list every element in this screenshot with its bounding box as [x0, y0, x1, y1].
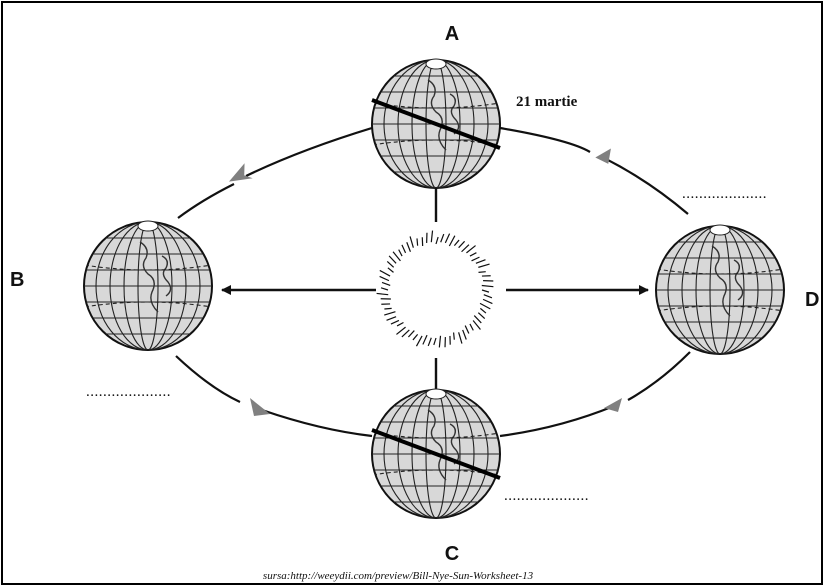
date-label-a: 21 martie: [516, 94, 578, 110]
label-c: C: [445, 543, 459, 565]
blank-d: ....................: [682, 186, 767, 202]
sun-ray: [478, 263, 490, 268]
sun-ray: [469, 323, 474, 331]
sun-ray: [390, 319, 400, 325]
sun-icon: [376, 230, 494, 348]
sun-ray: [433, 337, 437, 346]
sun-ray: [406, 242, 411, 252]
globe-a: [366, 59, 506, 188]
sun-ray: [386, 316, 397, 321]
sun-ray: [396, 326, 406, 335]
sun-ray: [401, 244, 407, 254]
sun-ray: [444, 233, 451, 244]
blank-b: ....................: [86, 384, 171, 400]
label-b: B: [10, 269, 24, 291]
label-d: D: [805, 289, 819, 311]
sun-ray: [387, 267, 394, 273]
orbit-arrow-cd: [604, 398, 622, 412]
sun-ray: [427, 337, 432, 347]
sun-ray: [438, 335, 442, 348]
sun-ray: [398, 249, 403, 257]
sun-ray: [458, 240, 466, 249]
sun-ray: [435, 236, 439, 245]
sun-ray: [475, 259, 486, 264]
sun-ray: [453, 239, 460, 247]
sun-ray: [479, 302, 491, 310]
terminator-line-c: [371, 428, 501, 480]
sun-ray: [478, 271, 486, 273]
sun-ray: [461, 244, 470, 253]
sun-ray: [458, 332, 463, 344]
sun-ray: [464, 325, 470, 334]
sun-ray: [469, 252, 477, 257]
sun-ray: [409, 236, 414, 248]
sun-ray: [472, 320, 481, 330]
sun-ray: [483, 294, 493, 299]
sun-ray: [386, 260, 395, 268]
sun-ray: [388, 255, 397, 264]
globe-c: [366, 389, 506, 518]
sun-ray: [466, 245, 476, 254]
sun-ray: [379, 269, 391, 277]
sun-ray: [412, 333, 419, 341]
sun-ray: [481, 289, 490, 293]
terminator-line-a: [371, 98, 501, 150]
sun-ray: [380, 287, 389, 291]
globe-b: [78, 221, 218, 350]
sun-ray: [453, 332, 455, 340]
sun-ray: [396, 322, 404, 327]
globe-d: [650, 225, 790, 354]
sun-ray: [481, 284, 494, 288]
blank-c: ....................: [504, 488, 589, 504]
sun-ray: [401, 329, 410, 338]
sun-ray: [384, 311, 396, 316]
sun-ray: [482, 298, 493, 305]
orbit-path: [175, 126, 691, 438]
sun-ray: [379, 275, 390, 282]
sun-ray: [376, 292, 389, 296]
sun-ray: [473, 315, 482, 324]
sun-ray: [430, 230, 434, 243]
orbit-arrow-da: [595, 148, 611, 164]
sun-ray: [392, 251, 401, 262]
orbit-arrow-ab: [228, 163, 253, 182]
sun-ray: [407, 330, 415, 338]
sun-ray: [477, 312, 486, 320]
source-caption: sursa:http://weeydii.com/preview/Bill-Ny…: [263, 570, 534, 582]
sun-ray: [384, 307, 392, 310]
orbit-arrows: [228, 148, 622, 416]
sun-ray: [440, 233, 445, 243]
sun-ray: [422, 334, 428, 345]
sun-ray: [462, 329, 467, 340]
sun-ray: [381, 281, 391, 287]
sun-ray: [479, 307, 487, 314]
sun-ray: [415, 335, 423, 347]
orbit-arrow-bc: [250, 398, 270, 416]
sun-ray: [448, 235, 456, 247]
label-a: A: [445, 23, 459, 45]
sun-ray: [416, 238, 419, 246]
sun-ray: [471, 256, 480, 262]
